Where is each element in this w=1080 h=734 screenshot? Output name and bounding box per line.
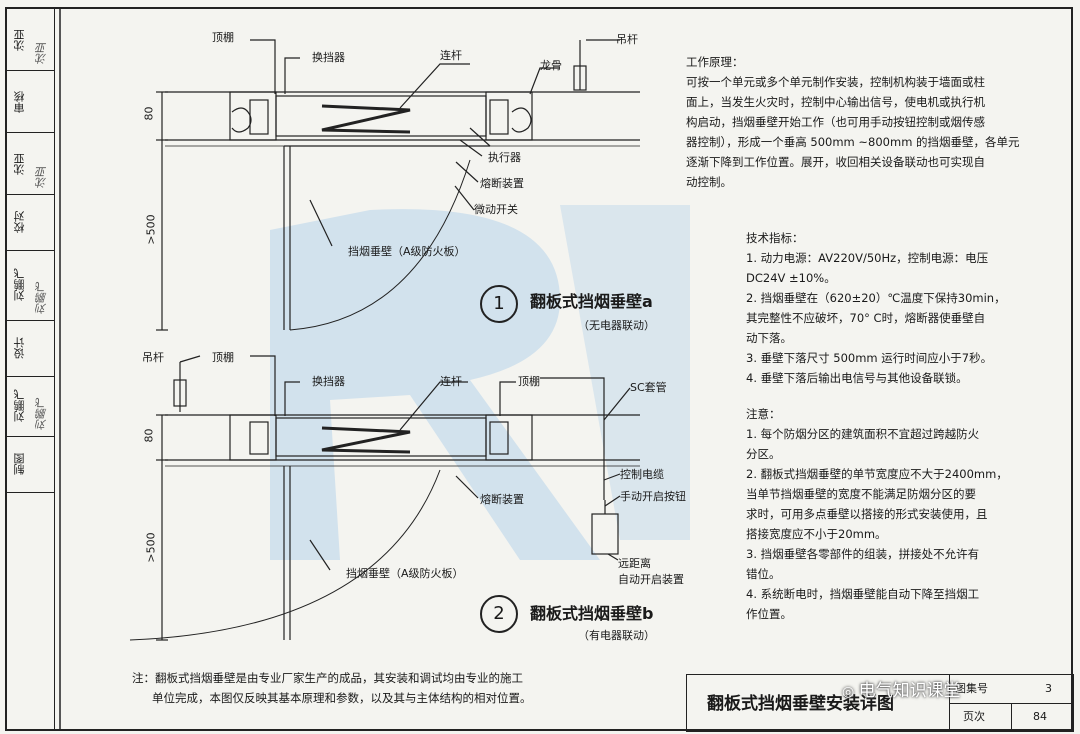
sig-row: 制图 (6, 436, 54, 493)
atlas-cell: 图集号 3 (949, 675, 1073, 704)
principle-line: 器控制），形成一个垂高 500mm ~800mm 的挡烟垂壁，各单元 (686, 135, 1020, 149)
label-ceiling2-b: 顶棚 (518, 375, 540, 388)
page-no-cell: 84 (1011, 703, 1073, 731)
label-sc-b: SC套管 (630, 381, 667, 394)
specs-line: 1. 动力电源：AV220V/50Hz，控制电源：电压 (746, 251, 989, 265)
subtitle-a: （无电器联动） (578, 319, 655, 332)
specs-line: DC24V ±10%。 (746, 271, 836, 285)
principle-line: 动控制。 (686, 175, 732, 189)
label-manual-b: 手动开启按钮 (620, 490, 686, 503)
watermark-text: 电气知识课堂 (858, 681, 961, 701)
atlas-no: 3 (1045, 682, 1052, 695)
principle-line: 可按一个单元或多个单元制作安装，控制机构装于墙面或柱 (686, 75, 985, 89)
subtitle-b: （有电器联动） (578, 629, 655, 642)
principle-heading: 工作原理： (686, 55, 744, 69)
title-a: 翻板式挡烟垂壁a (530, 292, 653, 311)
page-label-cell: 页次 (949, 703, 1012, 731)
dim-80-b: 80 (142, 428, 156, 443)
specs-line: 动下落。 (746, 331, 792, 345)
detail-number-b: 2 (480, 595, 518, 633)
notes-line: 作位置。 (746, 607, 792, 621)
dim-80-a: 80 (142, 106, 156, 121)
sig-row: 设计 (6, 320, 54, 377)
page-label: 页次 (963, 710, 985, 723)
atlas-label: 图集号 (955, 682, 988, 695)
sig-row: 刘鹏飞 刘鹏飞 (6, 376, 54, 437)
specs-line: 3. 垂壁下落尺寸 500mm 运行时间应小于7秒。 (746, 351, 993, 365)
notes-line: 1. 每个防烟分区的建筑面积不宜超过跨越防火 (746, 427, 980, 441)
sig-row: 刘鹏飞 刘鹏飞 (6, 250, 54, 321)
label-fuse-b: 熔断装置 (480, 493, 524, 506)
bottom-note: 注：翻板式挡烟垂壁是由专业厂家生产的成品，其安装和调试均由专业的施工 单位完成，… (132, 668, 532, 708)
label-remote1-b: 远距离 (618, 557, 651, 570)
label-rod-b: 连杆 (440, 375, 462, 388)
label-ceiling-b: 顶棚 (212, 351, 234, 364)
specs-line: 4. 垂壁下落后输出电信号与其他设备联锁。 (746, 371, 968, 385)
watermark: ◎ 电气知识课堂 (842, 676, 961, 701)
specs-section: 技术指标： 1. 动力电源：AV220V/50Hz，控制电源：电压 DC24V … (746, 228, 1006, 388)
principle-section: 工作原理： 可按一个单元或多个单元制作安装，控制机构装于墙面或柱 面上，当发生火… (686, 52, 1020, 192)
watermark-icon: ◎ (842, 684, 859, 700)
sig-row: 校对 (6, 194, 54, 251)
label-remote2-b: 自动开启装置 (618, 573, 684, 586)
sig-row: 审核 (6, 70, 54, 133)
sig-row: 沈亚 沈亚 (6, 8, 54, 71)
notes-line: 求时，可用多点垂壁以搭接的形式安装使用，且 (746, 507, 988, 521)
title-b: 翻板式挡烟垂壁b (530, 604, 654, 623)
page-no: 84 (1033, 710, 1047, 723)
specs-heading: 技术指标： (746, 231, 804, 245)
specs-line: 其完整性不应破坏，70° C时，熔断器使垂壁自 (746, 311, 986, 325)
drawing-title: 翻板式挡烟垂壁安装详图 (707, 694, 894, 714)
label-actuator-a: 执行器 (488, 151, 521, 164)
principle-line: 逐渐下降到工作位置。展开，收回相关设备联动也可实现自 (686, 155, 985, 169)
label-curtain-b: 挡烟垂壁（A级防火板） (346, 567, 464, 580)
label-hanger-a: 吊杆 (616, 33, 638, 46)
label-microswitch-a: 微动开关 (474, 203, 518, 216)
diagram-a-drawing (156, 39, 640, 331)
label-cable-b: 控制电缆 (620, 468, 664, 481)
label-fuse-a: 熔断装置 (480, 177, 524, 190)
label-ceiling-a: 顶棚 (212, 31, 234, 44)
principle-line: 构启动，挡烟垂壁开始工作（也可用手动按钮控制或烟传感 (686, 115, 985, 129)
notes-line: 4. 系统断电时，挡烟垂壁能自动下降至挡烟工 (746, 587, 980, 601)
label-gear-a: 换挡器 (312, 51, 345, 64)
dim-500-a: >500 (144, 214, 158, 245)
label-keel-a: 龙骨 (540, 59, 562, 72)
label-curtain-a: 挡烟垂壁（A级防火板） (348, 245, 466, 258)
notes-line: 搭接宽度应不小于20mm。 (746, 527, 887, 541)
label-gear-b: 换挡器 (312, 375, 345, 388)
sig-row: 沈亚 沈亚 (6, 132, 54, 195)
notes-line: 当单节挡烟垂壁的宽度不能满足防烟分区的要 (746, 487, 976, 501)
notes-section: 注意： 1. 每个防烟分区的建筑面积不宜超过跨越防火 分区。 2. 翻板式挡烟垂… (746, 404, 1008, 624)
notes-line: 错位。 (746, 567, 781, 581)
diagram-b-drawing (129, 355, 640, 641)
bottom-note-line: 单位完成，本图仅反映其基本原理和参数，以及其与主体结构的相对位置。 (152, 691, 532, 705)
label-rod-a: 连杆 (440, 49, 462, 62)
dim-500-b: >500 (144, 532, 158, 563)
label-hanger-b: 吊杆 (142, 351, 164, 364)
notes-heading: 注意： (746, 407, 781, 421)
title-block: 翻板式挡烟垂壁安装详图 图集号 3 页次 84 (686, 674, 1074, 732)
detail-number-a: 1 (480, 285, 518, 323)
notes-line: 3. 挡烟垂壁各零部件的组装，拼接处不允许有 (746, 547, 980, 561)
specs-line: 2. 挡烟垂壁在（620±20）℃温度下保持30min， (746, 291, 1006, 305)
signature-panel: 沈亚 沈亚 审核 沈亚 沈亚 校对 刘鹏飞 刘鹏飞 设计 刘鹏飞 刘鹏飞 制图 (6, 8, 55, 730)
notes-line: 2. 翻板式挡烟垂壁的单节宽度应不大于2400mm， (746, 467, 1008, 481)
notes-line: 分区。 (746, 447, 781, 461)
principle-line: 面上，当发生火灾时，控制中心输出信号，使电机或执行机 (686, 95, 985, 109)
bottom-note-line: 注：翻板式挡烟垂壁是由专业厂家生产的成品，其安装和调试均由专业的施工 (132, 671, 523, 685)
